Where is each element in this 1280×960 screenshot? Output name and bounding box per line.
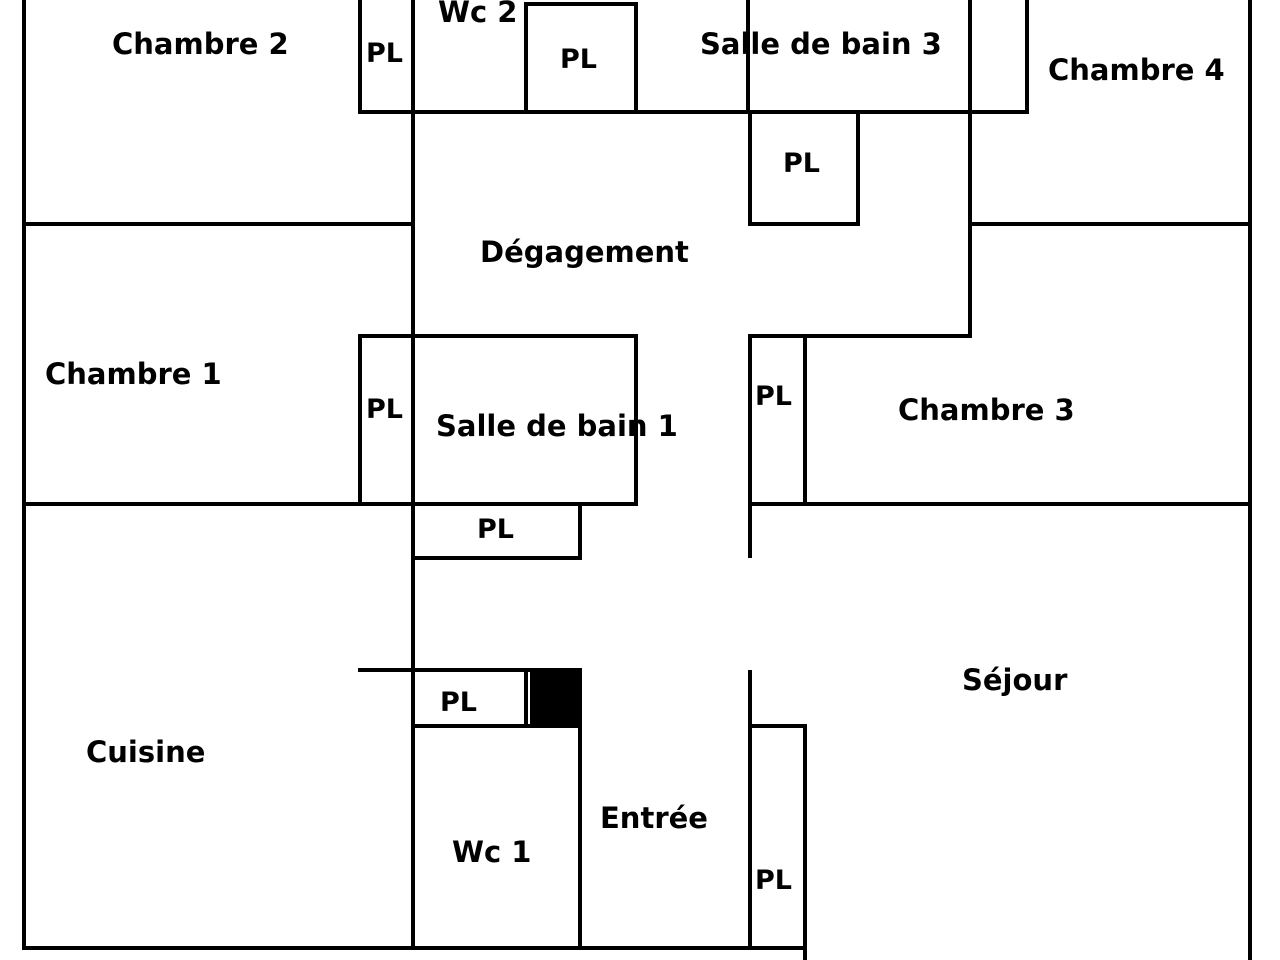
label-chambre-3: Chambre 3 (898, 393, 1075, 427)
closet-label: PL (755, 865, 792, 896)
closet-label: PL (477, 514, 514, 545)
label-salle-de-bain-3: Salle de bain 3 (700, 27, 942, 61)
closet-label: PL (366, 38, 403, 69)
wall-sdb1-box (358, 334, 638, 506)
label-chambre-1: Chambre 1 (45, 357, 222, 391)
label-chambre-4: Chambre 4 (1048, 53, 1225, 87)
closet-label: PL (783, 148, 820, 179)
label-wc-2: Wc 2 (438, 0, 517, 29)
label-sejour: Séjour (962, 663, 1068, 697)
wall-wc2-closet (524, 2, 638, 114)
label-chambre-2: Chambre 2 (112, 27, 289, 61)
label-entree: Entrée (600, 801, 708, 835)
label-wc-1: Wc 1 (452, 835, 531, 869)
wall-closet-sdb3 (748, 110, 860, 226)
wall-kitchen-closet-top (358, 668, 582, 950)
wall-closet-entree (748, 724, 807, 950)
wall-closet-sdb1 (411, 502, 582, 560)
closet-label: PL (755, 381, 792, 412)
label-cuisine: Cuisine (86, 735, 205, 769)
label-degagement: Dégagement (480, 235, 689, 269)
closet-label: PL (366, 394, 403, 425)
wall-closet-top-left (358, 0, 1029, 114)
closet-label: PL (560, 44, 597, 75)
closet-label: PL (440, 687, 477, 718)
duct-block (530, 672, 580, 726)
label-salle-de-bain-1: Salle de bain 1 (436, 409, 678, 443)
